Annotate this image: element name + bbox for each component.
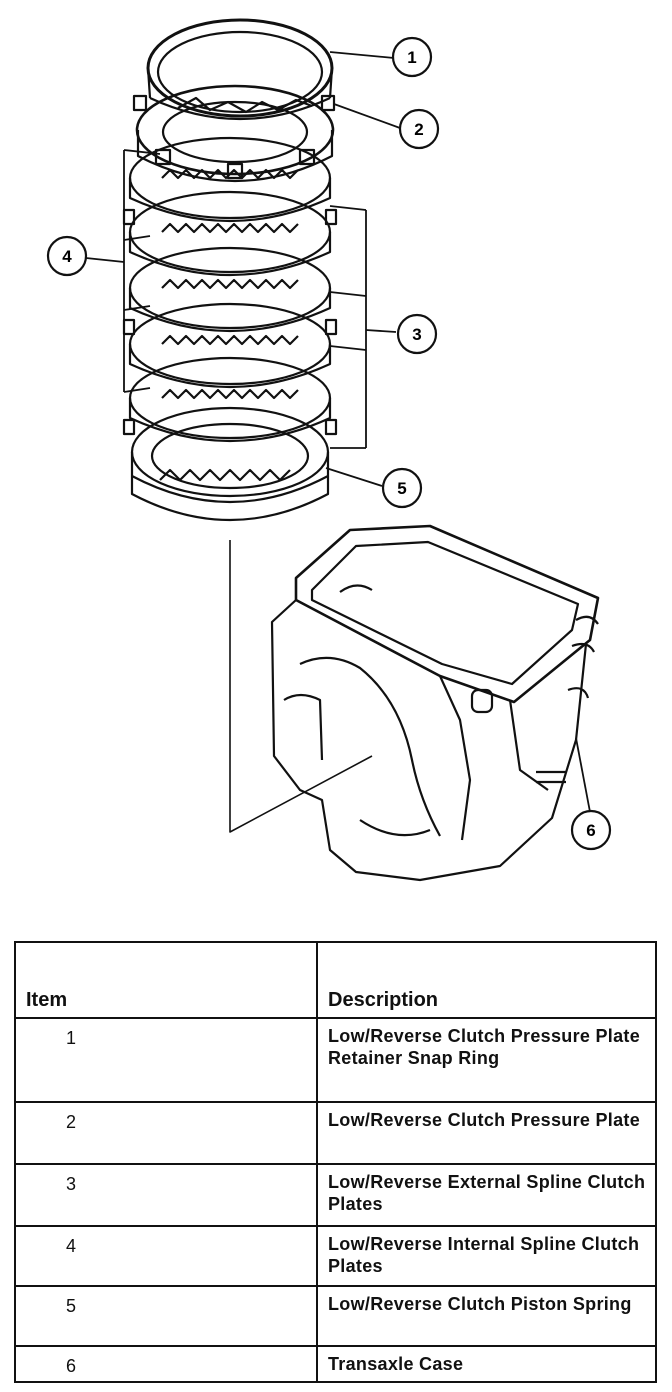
callout-4-circle	[46, 235, 88, 277]
transaxle-case	[270, 524, 600, 882]
description-column-header: Description	[316, 941, 657, 1019]
snap-ring	[146, 18, 334, 121]
table-header-row: Item Description	[14, 941, 657, 1019]
callout-1-circle	[391, 36, 433, 78]
callout-3-label: 3	[412, 325, 421, 344]
callout-4-label: 4	[62, 247, 72, 266]
item-number: 1	[14, 1017, 318, 1103]
table-row: 5 Low/Reverse Clutch Piston Spring	[14, 1285, 657, 1347]
callout-2-label: 2	[414, 120, 423, 139]
pressure-plate	[132, 84, 336, 182]
table-row: 3 Low/Reverse External Spline Clutch Pla…	[14, 1163, 657, 1227]
table-row: 4 Low/Reverse Internal Spline Clutch Pla…	[14, 1225, 657, 1287]
clutch-plate-stack	[122, 136, 338, 442]
item-number: 4	[14, 1225, 318, 1287]
callout-3-circle	[396, 313, 438, 355]
item-description: Low/Reverse Clutch Pressure Plate	[316, 1101, 657, 1165]
item-description: Low/Reverse External Spline Clutch Plate…	[316, 1163, 657, 1227]
parts-legend-table: Item Description 1 Low/Reverse Clutch Pr…	[14, 941, 657, 1383]
item-number: 3	[14, 1163, 318, 1227]
item-number: 2	[14, 1101, 318, 1165]
callout-5-circle	[381, 467, 423, 509]
diagram-svg: 1 2 3 4 5 6	[46, 18, 612, 882]
callout-6-label: 6	[586, 821, 595, 840]
callout-6-circle	[570, 809, 612, 851]
assembly-guide-line	[229, 540, 373, 833]
item-description: Low/Reverse Clutch Piston Spring	[316, 1285, 657, 1347]
item-column-header: Item	[14, 941, 318, 1019]
table-row: 1 Low/Reverse Clutch Pressure Plate Reta…	[14, 1017, 657, 1103]
table-row: 6 Transaxle Case	[14, 1345, 657, 1383]
item-number: 5	[14, 1285, 318, 1347]
callout-1-label: 1	[407, 48, 416, 67]
item-description: Low/Reverse Clutch Pressure Plate Retain…	[316, 1017, 657, 1103]
leader-lines	[85, 51, 591, 813]
piston-spring	[130, 406, 330, 521]
table-row: 2 Low/Reverse Clutch Pressure Plate	[14, 1101, 657, 1165]
exploded-view-diagram: 1 2 3 4 5 6	[46, 18, 612, 882]
item-number: 6	[14, 1345, 318, 1383]
callout-5-label: 5	[397, 479, 406, 498]
callout-2-circle	[398, 108, 440, 150]
item-description: Low/Reverse Internal Spline Clutch Plate…	[316, 1225, 657, 1287]
callout-circles	[46, 36, 612, 851]
item-description: Transaxle Case	[316, 1345, 657, 1383]
